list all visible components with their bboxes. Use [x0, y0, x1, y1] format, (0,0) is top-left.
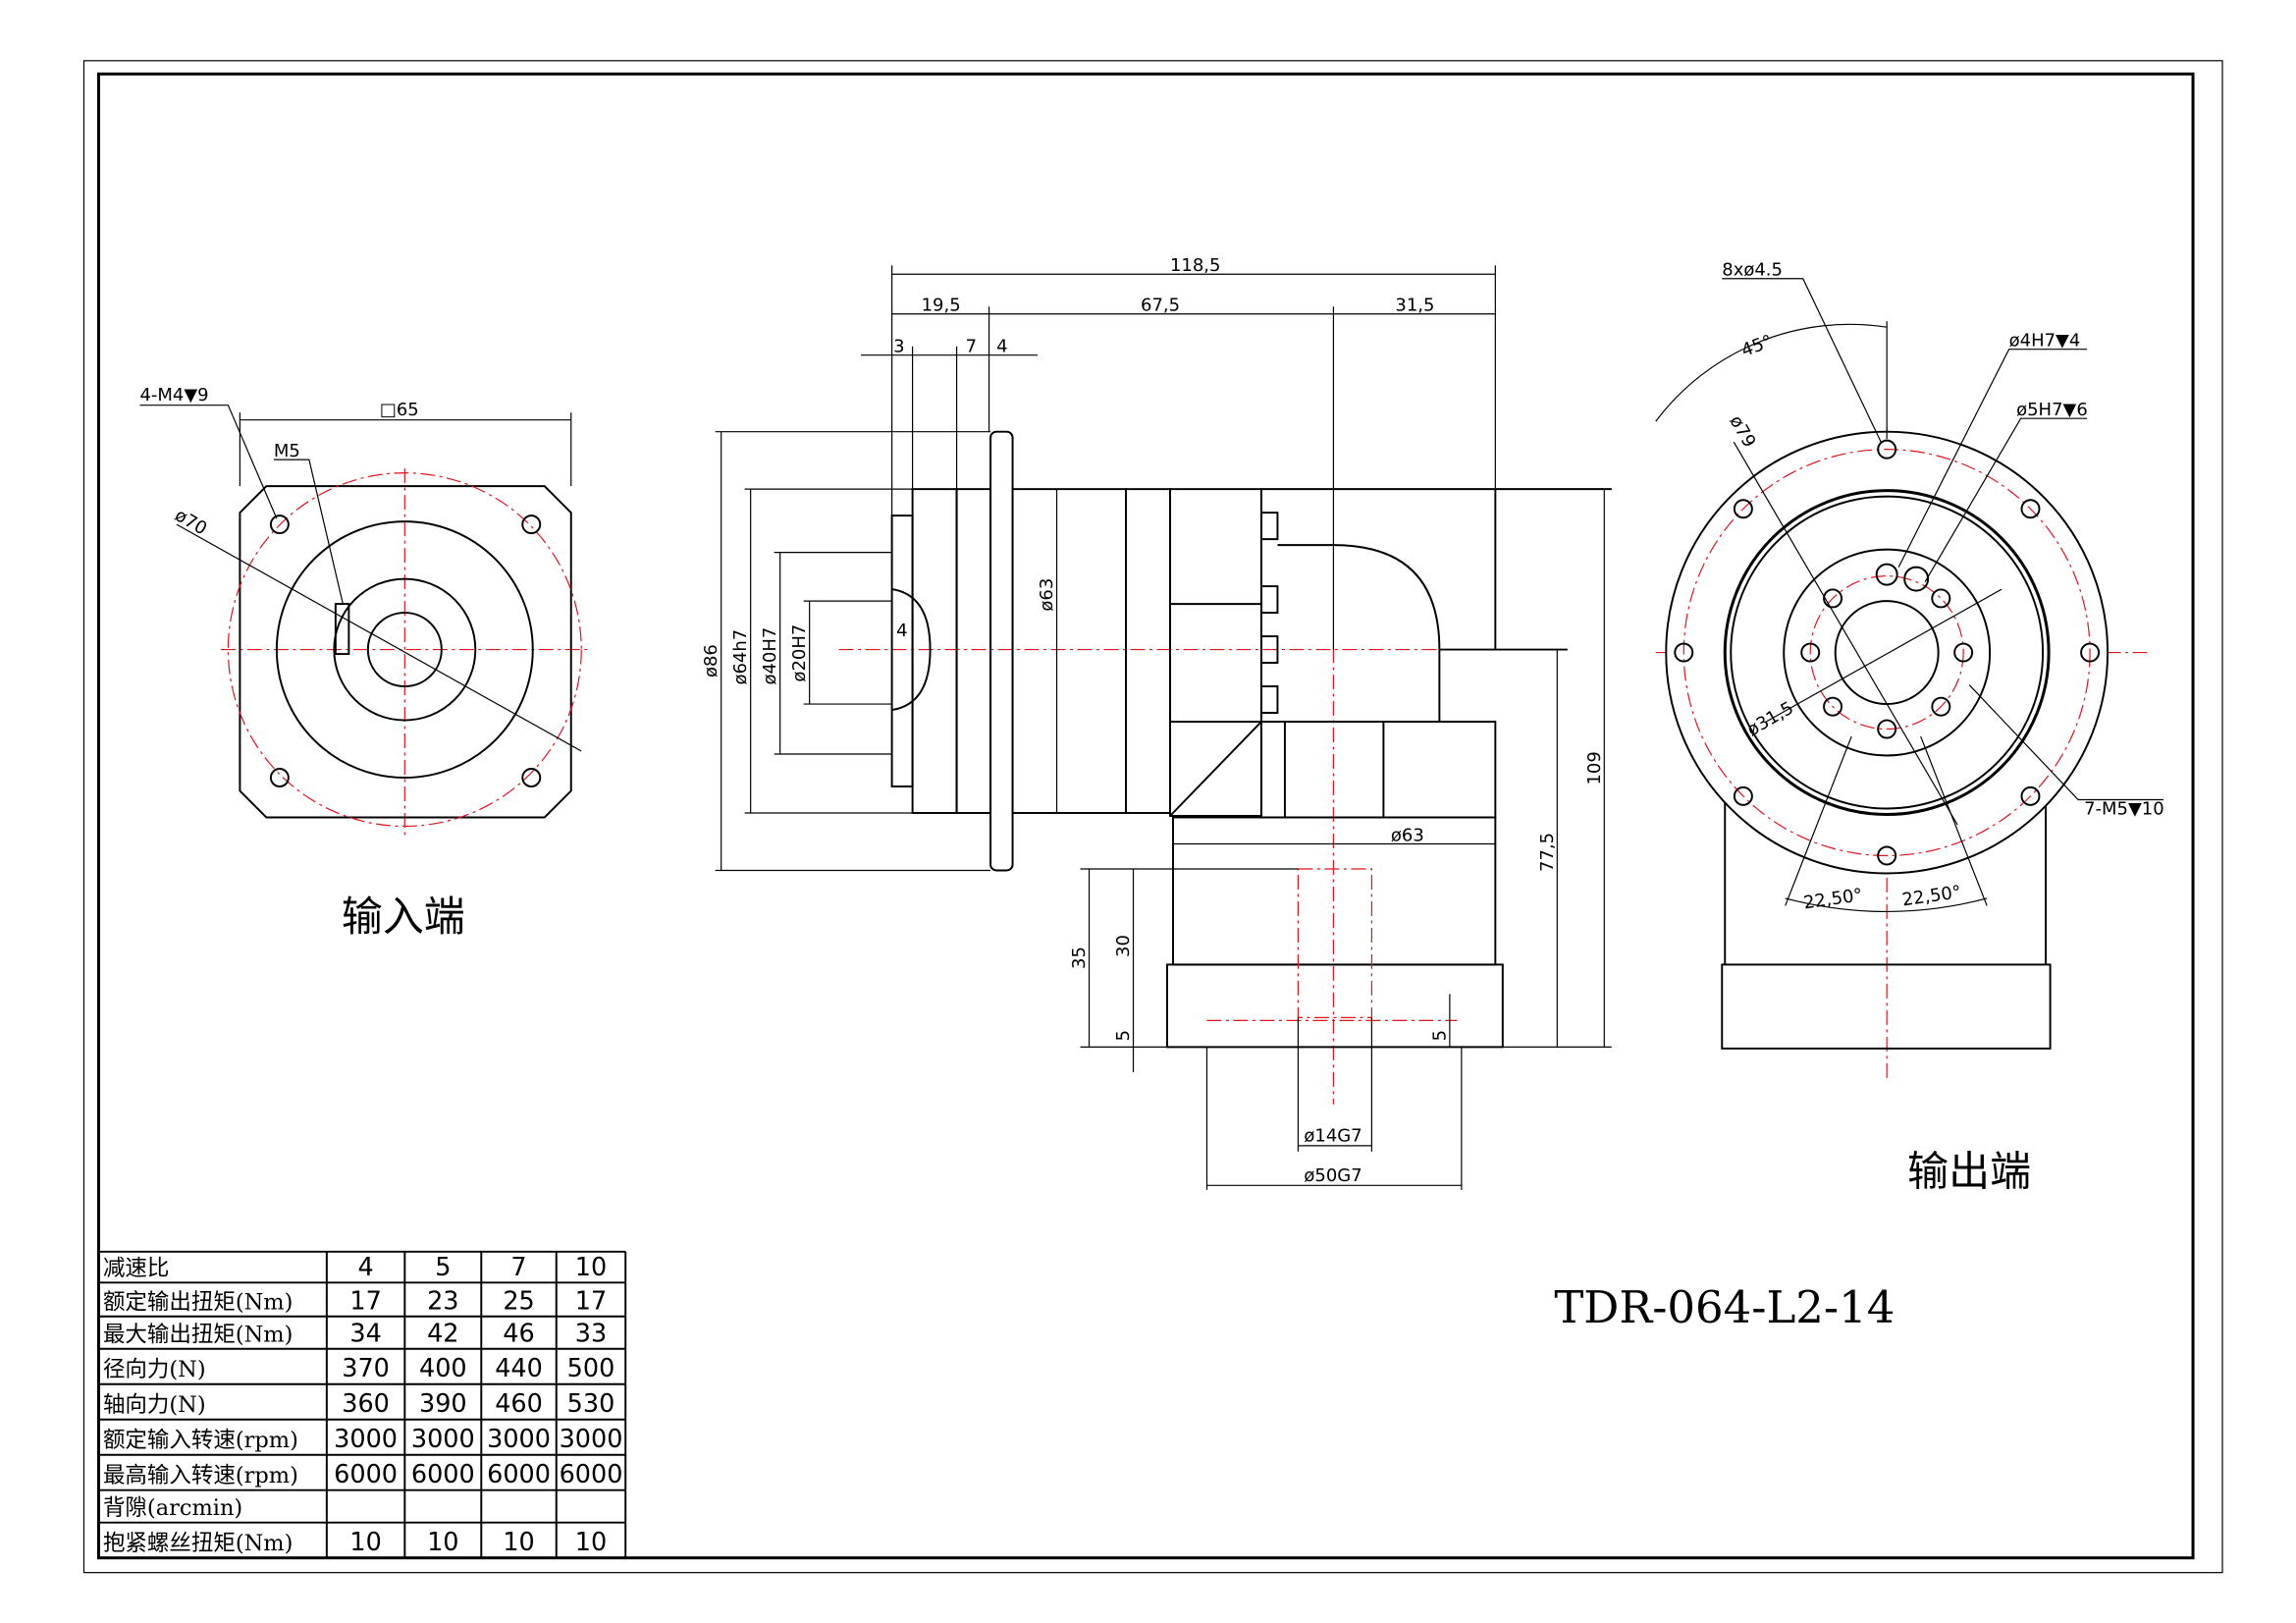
mounting-hole [1733, 785, 1753, 806]
table-cell: 34 [349, 1319, 381, 1348]
dim-total-length: 118,5 [1170, 255, 1221, 276]
table-cell: 360 [342, 1389, 390, 1419]
mounting-hole [2020, 785, 2041, 806]
table-row-label: 径向力(N) [103, 1357, 206, 1382]
dim-5b: 5 [1429, 1030, 1450, 1041]
table-cell: 23 [427, 1286, 458, 1316]
table-cell: 10 [575, 1528, 607, 1557]
table-cell: 400 [419, 1354, 467, 1383]
dim-d63: ø63 [1037, 578, 1057, 612]
tapped-hole [1953, 642, 1974, 663]
input-end-caption: 输入端 [342, 893, 465, 941]
table-cell: 500 [567, 1354, 615, 1383]
table-row-label: 背隙(arcmin) [103, 1495, 242, 1521]
table-cell: 370 [342, 1354, 390, 1383]
outer-border [82, 60, 2223, 1574]
mounting-hole [1733, 499, 1753, 519]
tapped-hole [1931, 696, 1951, 717]
table-cell: 5 [435, 1253, 451, 1282]
table-cell: 33 [575, 1319, 607, 1348]
dim-35: 35 [1069, 947, 1090, 969]
pin-hole-1-label: ø4H7▼4 [2009, 331, 2081, 352]
table-cell: 3000 [487, 1425, 551, 1454]
table-cell: 3000 [411, 1425, 475, 1454]
output-end-caption: 输出端 [1907, 1147, 2031, 1195]
tapped-hole [1823, 588, 1843, 609]
table-cell: 10 [427, 1528, 458, 1557]
dim-d86: ø86 [701, 644, 721, 677]
table-cell: 25 [503, 1286, 534, 1316]
dim-109: 109 [1584, 751, 1605, 784]
table-cell: 10 [503, 1528, 534, 1557]
mounting-hole [2020, 499, 2041, 519]
input-pcd-label: ø70 [171, 505, 210, 539]
output-end-view [1655, 278, 2164, 1083]
mounting-hole [1674, 642, 1694, 663]
table-row-label: 额定输出扭矩(Nm) [103, 1289, 293, 1315]
dim-d40h7: ø40H7 [760, 627, 780, 685]
tapped-hole [1823, 696, 1843, 717]
spec-table: 减速比 4 5 7 10 额定输出扭矩(Nm) 17 23 25 17 最大输出扭矩(Nm) 34 42… [97, 1250, 627, 1559]
table-cell: 46 [503, 1319, 534, 1348]
output-holes-label: 8xø4.5 [1722, 260, 1783, 281]
table-cell: 530 [567, 1389, 615, 1419]
dim-30: 30 [1113, 935, 1134, 957]
output-pcd-label: ø79 [1725, 412, 1759, 452]
dim-67-5: 67,5 [1141, 296, 1180, 316]
table-row-label: 最大输出扭矩(Nm) [103, 1322, 293, 1347]
table-cell: 17 [575, 1286, 607, 1316]
dim-d20h7: ø20H7 [789, 624, 810, 682]
output-angle-label: 45° [1738, 331, 1775, 361]
tapped-hole [1877, 719, 1897, 739]
table-row-label: 抱紧螺丝扭矩(Nm) [103, 1531, 293, 1556]
dim-4b: 4 [896, 621, 907, 641]
tapped-holes-label: 7-M5▼10 [2084, 798, 2164, 819]
table-cell: 10 [575, 1253, 607, 1282]
pin-hole-2-label: ø5H7▼6 [2016, 400, 2088, 420]
table-cell: 6000 [334, 1460, 398, 1489]
table-cell: 6000 [487, 1460, 551, 1489]
table-row-label: 减速比 [103, 1256, 169, 1281]
table-row-label: 轴向力(N) [103, 1392, 206, 1418]
mounting-hole [2080, 642, 2101, 663]
mounting-hole [1877, 439, 1897, 460]
table-cell: 6000 [411, 1460, 475, 1489]
table-row-label: 最高输入转速(rpm) [103, 1463, 298, 1488]
table-cell: 460 [495, 1389, 543, 1419]
dim-4: 4 [996, 337, 1007, 357]
input-key-label: M5 [274, 441, 300, 461]
side-view [715, 265, 1612, 1190]
model-number: TDR-064-L2-14 [1554, 1281, 1895, 1333]
table-cell: 3000 [334, 1425, 398, 1454]
table-cell: 390 [419, 1389, 467, 1419]
dim-d64h7: ø64h7 [730, 629, 751, 685]
tapped-hole [1931, 588, 1951, 609]
dim-d63-bottom: ø63 [1391, 825, 1424, 845]
dim-31-5: 31,5 [1395, 296, 1434, 316]
dim-d50g7: ø50G7 [1304, 1165, 1362, 1186]
table-row-label: 额定输入转速(rpm) [103, 1428, 298, 1453]
dim-5a: 5 [1113, 1030, 1134, 1041]
dim-7: 7 [966, 337, 977, 357]
angle-22-5-left: 22,50° [1802, 885, 1864, 913]
dim-77-5: 77,5 [1537, 833, 1558, 872]
dim-19-5: 19,5 [922, 296, 961, 316]
table-cell: 7 [510, 1253, 526, 1282]
dim-3: 3 [893, 337, 904, 357]
table-cell: 440 [495, 1354, 543, 1383]
input-holes-label: 4-M4▼9 [139, 385, 208, 406]
input-end-view [139, 405, 592, 837]
dim-d14g7: ø14G7 [1304, 1125, 1362, 1146]
input-square-label: □65 [380, 400, 419, 420]
table-cell: 42 [427, 1319, 458, 1348]
table-cell: 10 [349, 1528, 381, 1557]
table-cell: 6000 [560, 1460, 623, 1489]
table-cell: 3000 [560, 1425, 623, 1454]
table-cell: 4 [357, 1253, 373, 1282]
mounting-hole [1877, 845, 1897, 866]
inner-border [96, 72, 2195, 1560]
tapped-hole [1800, 642, 1821, 663]
table-cell: 17 [349, 1286, 381, 1316]
